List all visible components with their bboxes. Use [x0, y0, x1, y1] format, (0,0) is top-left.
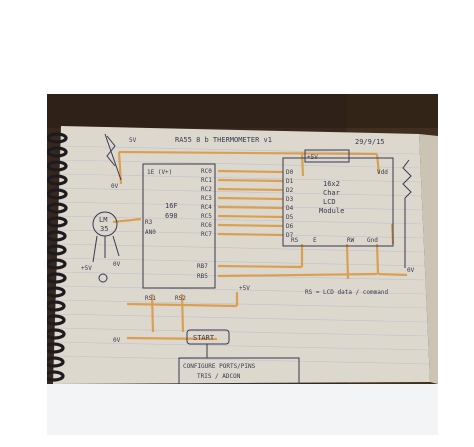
- port-label: RC1: [201, 177, 212, 184]
- data-pin-label: D3: [286, 196, 294, 203]
- mcu-low-label-1: RB7: [197, 263, 208, 270]
- lcd-rw-pin-label: RW: [347, 237, 355, 244]
- sketch-date: 29/9/15: [355, 138, 385, 146]
- switch-2-label: RS2: [175, 295, 186, 302]
- notebook-photo: RA55 8 b THERMOMETER v1 29/9/15 +5V 5V 0…: [47, 94, 438, 384]
- switch-supply-label: +5V: [239, 285, 250, 292]
- sketch-title: RA55 8 b THERMOMETER v1: [175, 136, 272, 144]
- mcu-side-label-1: R3: [145, 219, 153, 226]
- lcd-ground-label: 0V: [407, 267, 415, 274]
- switch-1-label: RS1: [145, 295, 156, 302]
- start-box-label: START: [193, 334, 215, 342]
- pencil-circuit-drawing: [92, 133, 412, 384]
- mcu-name-line-2: 690: [165, 212, 178, 220]
- port-label: RC4: [201, 204, 212, 211]
- port-label: RC0: [201, 168, 212, 175]
- microcontroller-box: [142, 163, 216, 289]
- handwritten-labels: RA55 8 b THERMOMETER v1 29/9/15 +5V 5V 0…: [81, 136, 415, 380]
- caption-area: [47, 384, 438, 435]
- lcd-label-4: Module: [319, 207, 344, 215]
- lcd-label-2: Char: [323, 189, 340, 197]
- mcu-port-labels: RC0 RC1 RC2 RC3 RC4 RC5 RC6 RC7: [201, 168, 212, 238]
- data-pin-label: D6: [286, 223, 294, 230]
- sensor-gnd-label: 0V: [113, 261, 121, 268]
- lcd-label-3: LCD: [323, 198, 336, 206]
- spiral-binding: [47, 132, 68, 382]
- lcd-e-pin-label: E: [313, 237, 317, 244]
- lcd-module-box: [282, 157, 394, 247]
- data-pin-label: D7: [286, 232, 294, 239]
- port-label: RC2: [201, 186, 212, 193]
- start-box-outline: [186, 329, 230, 345]
- rs-note: RS = LCD data / command: [305, 289, 388, 296]
- mcu-low-label-2: RB5: [197, 273, 208, 280]
- sensor-label-1: LM: [99, 216, 107, 224]
- lcd-data-pin-labels: D0 D1 D2 D3 D4 D5 D6 D7: [286, 169, 294, 239]
- gnd-bottom-label: 0V: [113, 337, 121, 344]
- sensor-label-2: 35: [100, 225, 108, 233]
- data-pin-label: D1: [286, 178, 294, 185]
- lcd-vdd-label: Vdd: [377, 169, 388, 176]
- data-pin-label: D2: [286, 187, 294, 194]
- mcu-name-line-1: 16F: [165, 202, 178, 210]
- port-label: RC6: [201, 222, 212, 229]
- left-supply-label: 5V: [129, 137, 137, 144]
- sensor-supply-label: +5V: [81, 265, 92, 272]
- data-pin-label: D4: [286, 205, 294, 212]
- notebook-page: [53, 126, 438, 384]
- port-label: RC7: [201, 231, 212, 238]
- lcd-rs-pin-label: RS: [291, 237, 299, 244]
- top-supply-label: +5V: [307, 154, 318, 161]
- configure-line-2: TRIS / ADCON: [197, 373, 241, 380]
- lcd-gnd-pin-label: Gnd: [367, 237, 378, 244]
- data-pin-label: D0: [286, 169, 294, 176]
- mcu-pin-top-label: 1E (V+): [147, 169, 172, 176]
- data-pin-label: D5: [286, 214, 294, 221]
- gnd-left-label: 0V: [111, 183, 119, 190]
- port-label: RC3: [201, 195, 212, 202]
- configure-line-1: CONFIGURE PORTS/PINS: [183, 363, 256, 370]
- mcu-side-label-2: AN0: [145, 229, 156, 236]
- port-label: RC5: [201, 213, 212, 220]
- lcd-label-1: 16x2: [323, 180, 340, 188]
